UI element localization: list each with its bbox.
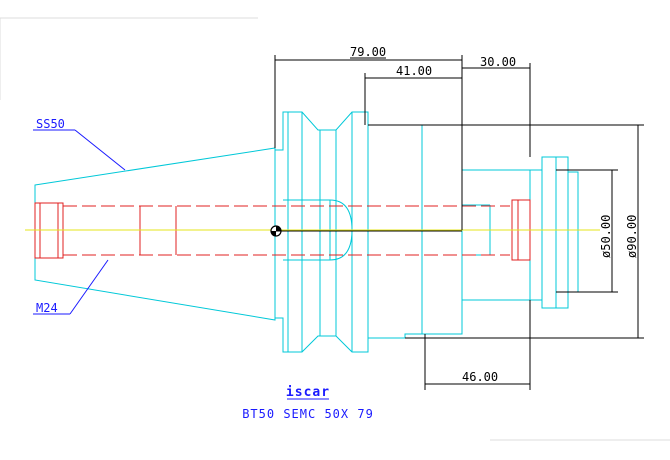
thread-label: M24 xyxy=(36,301,58,315)
collet-nut xyxy=(529,156,579,309)
frame-lines xyxy=(0,17,670,441)
dimension-79: 79.00 xyxy=(350,45,386,59)
dimension-30: 30.00 xyxy=(480,55,516,69)
dimension-46: 46.00 xyxy=(462,370,498,384)
dimension-41: 41.00 xyxy=(396,64,432,78)
iscar-logo: iscar xyxy=(286,385,330,400)
leader-lines xyxy=(33,129,126,315)
dimension-dia-90: ø90.00 xyxy=(625,215,639,258)
flange-body xyxy=(275,111,530,353)
part-caption: BT50 SEMC 50X 79 xyxy=(242,407,374,421)
dimension-lines xyxy=(274,55,644,390)
dimension-dia-50: ø50.00 xyxy=(599,215,613,258)
taper-label: SS50 xyxy=(36,117,65,131)
taper-body xyxy=(34,147,276,321)
